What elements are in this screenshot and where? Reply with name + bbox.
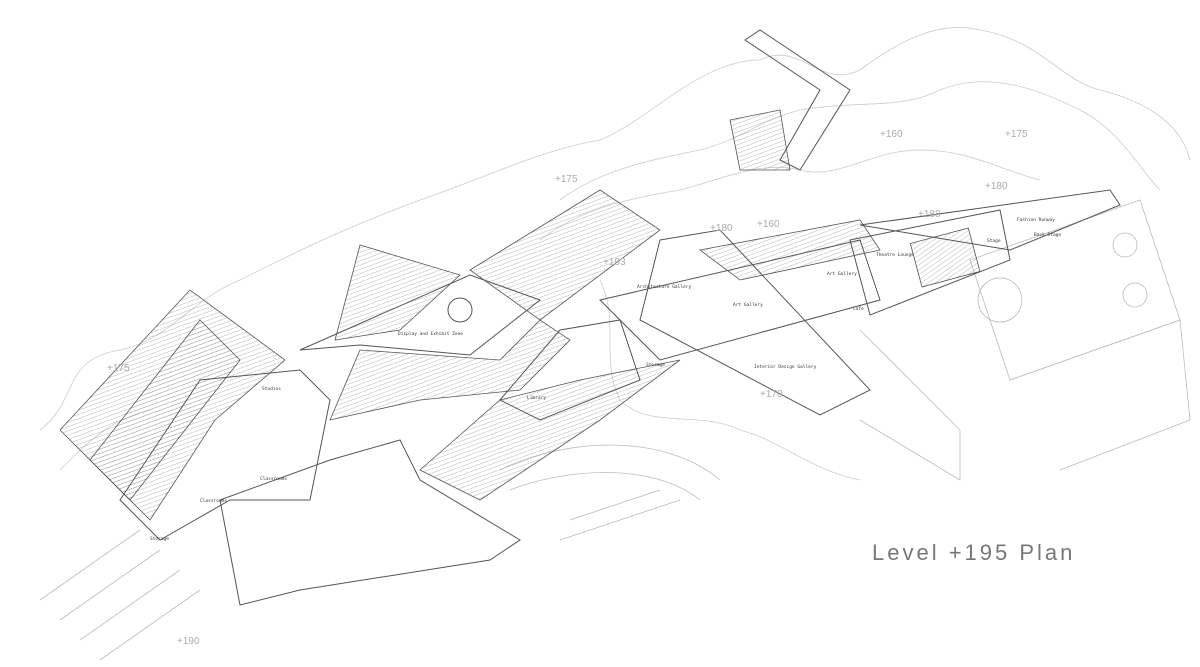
room-labels: Display and Exhibit Zone Studios Classro… (150, 217, 1061, 542)
room-label: Storage (646, 362, 665, 368)
room-label: Library (527, 395, 546, 401)
elevation-label: +180 (710, 223, 733, 234)
building-outline (59, 29, 1121, 606)
room-label: Art Gallery (827, 271, 857, 277)
room-label: Theatre Lounge (876, 252, 914, 258)
room-label: Fashion Runway (1017, 217, 1055, 223)
elevation-label: +175 (107, 363, 130, 374)
room-label: Display and Exhibit Zone (398, 331, 463, 337)
elevation-label: +170 (760, 389, 783, 400)
elevation-label: +160 (880, 129, 903, 140)
elevation-label: +160 (757, 219, 780, 230)
elevation-label: +188 (918, 209, 941, 220)
elevation-label: +190 (177, 636, 200, 647)
room-label: Interior Design Gallery (754, 364, 817, 370)
room-label: Storage (150, 536, 169, 542)
room-label: Classrooms (260, 476, 287, 482)
room-label: Studios (262, 386, 281, 392)
elevation-label: +175 (1005, 129, 1028, 140)
elevation-labels: +175 +193 +180 +160 +160 +175 +180 +188 … (107, 129, 1028, 647)
room-label: Classrooms (200, 498, 227, 504)
elevation-label: +175 (555, 174, 578, 185)
elevation-label: +193 (603, 257, 626, 268)
room-label: Art Gallery (733, 302, 763, 308)
site-features (39, 199, 1191, 661)
room-label: Stage (987, 238, 1001, 244)
room-label: Back Stage (1034, 232, 1061, 238)
elevation-label: +180 (985, 181, 1008, 192)
room-label: Cafe (853, 306, 864, 312)
plan-title: Level +195 Plan (872, 540, 1075, 565)
room-label: Architecture Gallery (637, 284, 691, 290)
